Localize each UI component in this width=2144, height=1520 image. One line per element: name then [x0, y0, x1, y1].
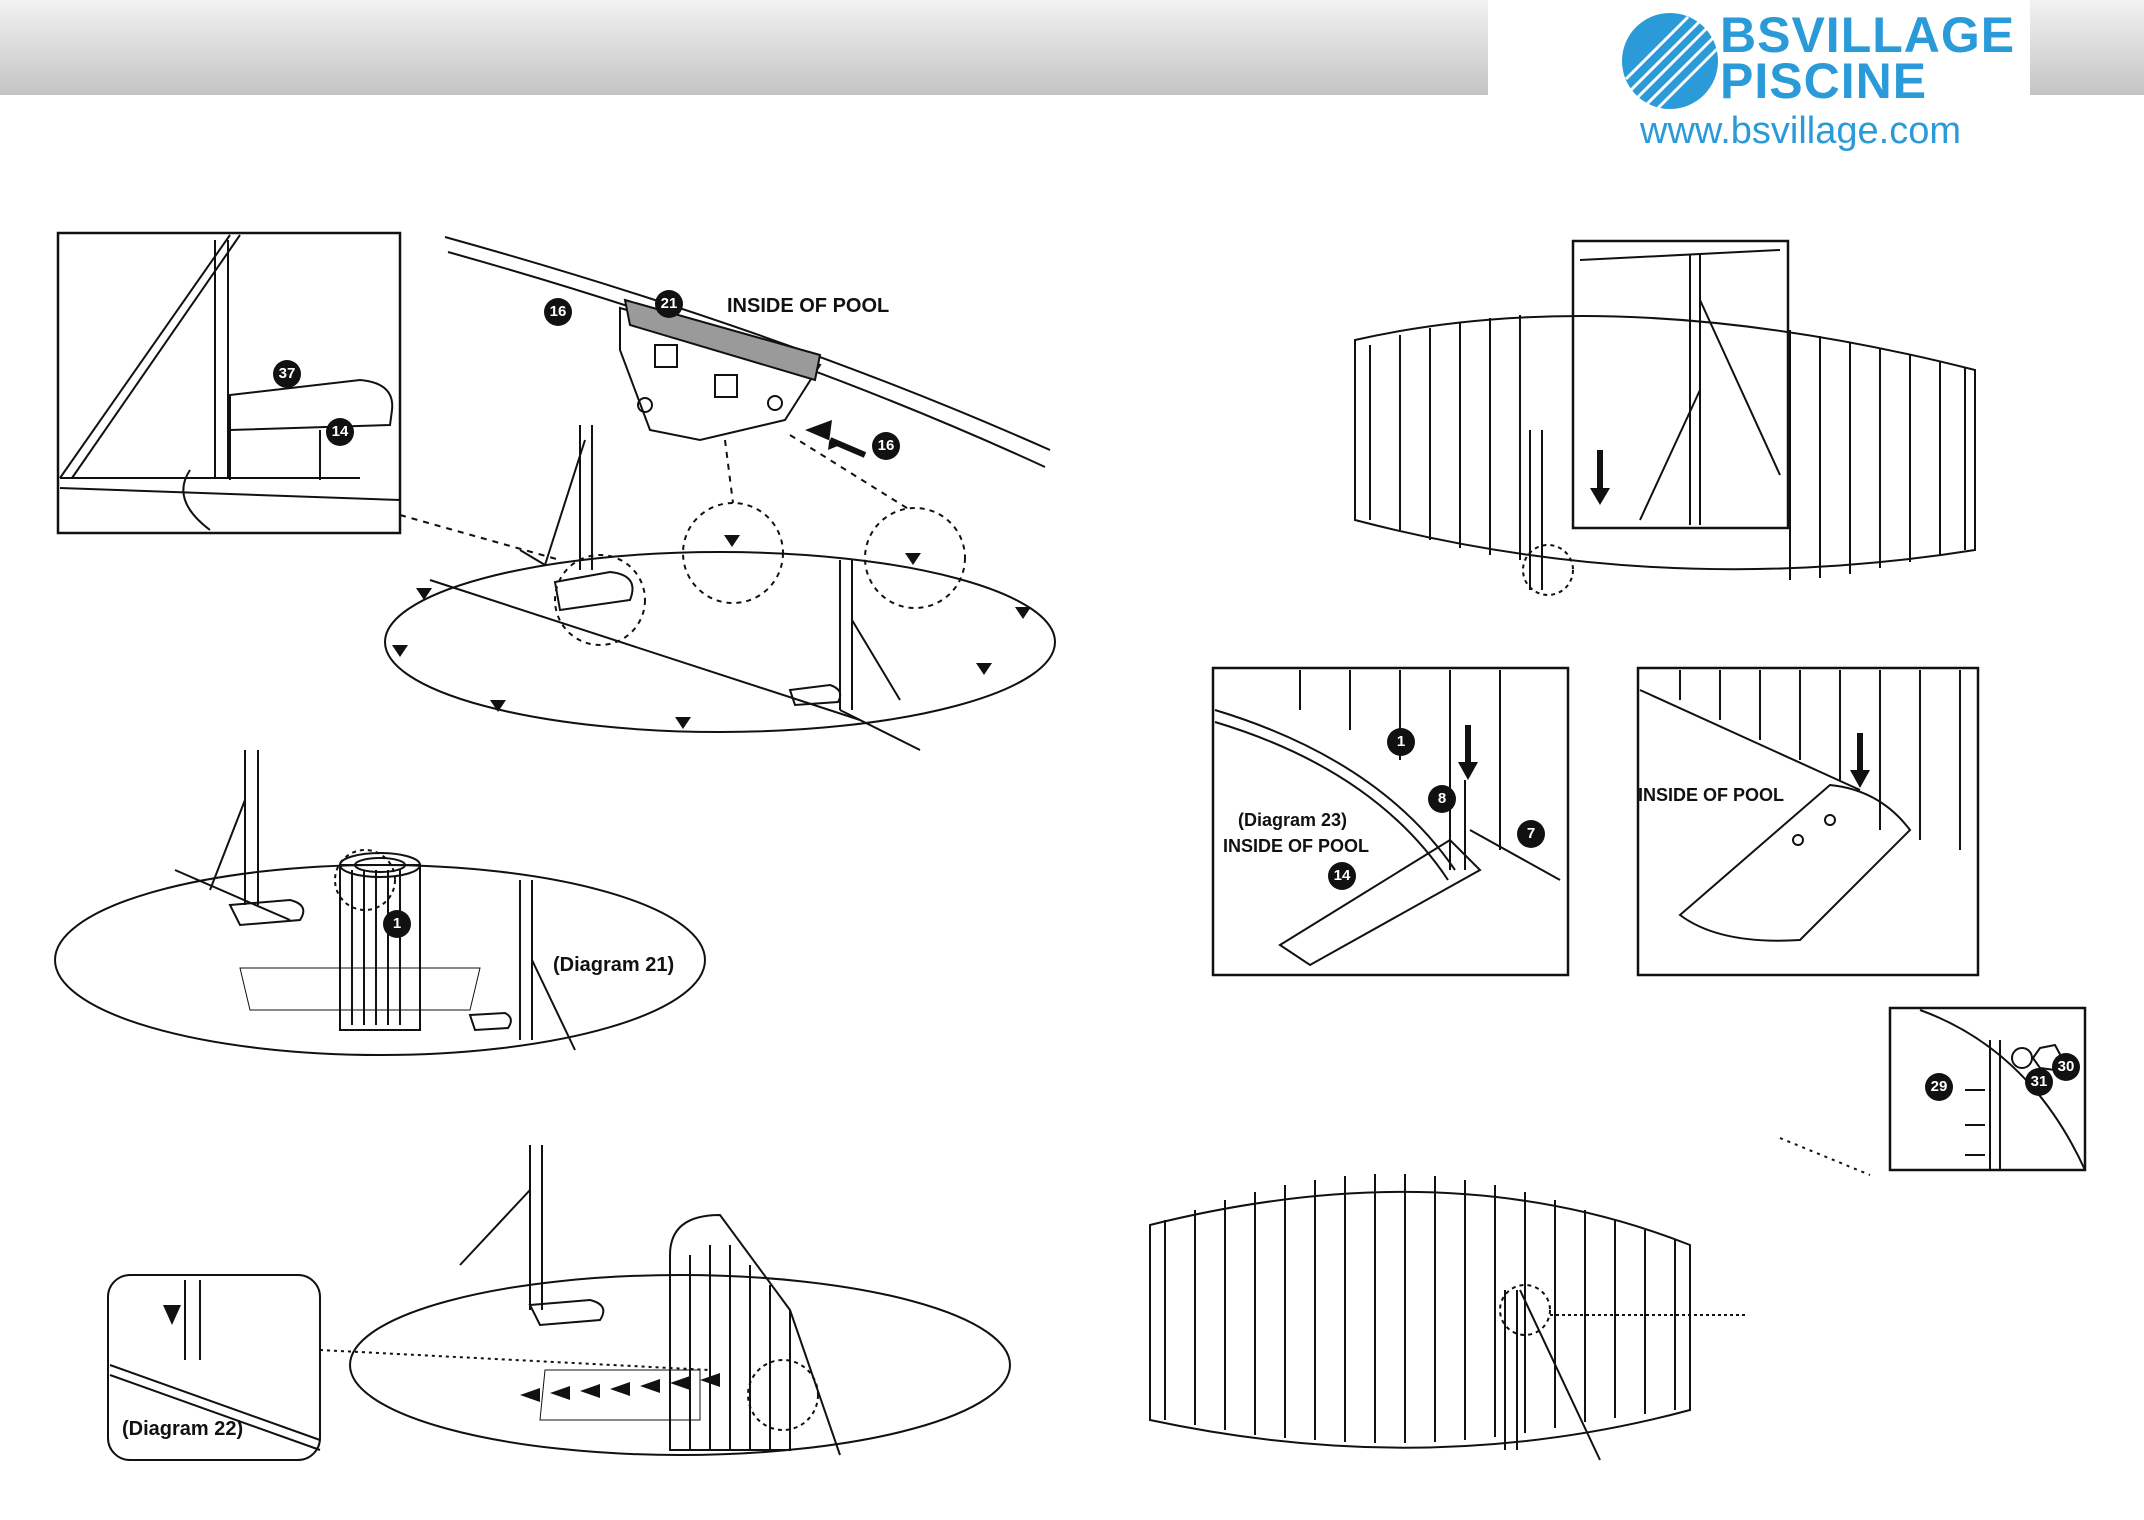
inside-of-pool-label-d23: INSIDE OF POOL: [1223, 836, 1369, 857]
oval-unrolling: [108, 1145, 1010, 1460]
arrow-markers-top: [392, 535, 1031, 729]
diagram-21-label: (Diagram 21): [553, 954, 674, 977]
inside-of-pool-label-top: INSIDE OF POOL: [727, 295, 889, 318]
part-badge-14-d23: 14: [1328, 862, 1356, 890]
oval-with-roll: [55, 750, 705, 1055]
detail-box-stabilizer: [58, 233, 400, 533]
part-badge-31: 31: [2025, 1068, 2053, 1096]
down-arrow-d: [1590, 450, 1610, 505]
detail-box-end-cap: [1638, 668, 1978, 975]
down-arrow-e2: [1850, 733, 1870, 788]
diagram-22-label: (Diagram 22): [122, 1418, 243, 1441]
part-badge-14: 14: [326, 418, 354, 446]
assembled-wall-top: [1355, 241, 1975, 595]
unroll-arrows: [163, 1305, 720, 1402]
part-badge-29: 29: [1925, 1073, 1953, 1101]
inside-of-pool-label-endcap: INSIDE OF POOL: [1638, 785, 1784, 806]
part-badge-1-d23: 1: [1387, 728, 1415, 756]
diagram-23-label: (Diagram 23): [1238, 810, 1347, 831]
part-badge-1-roll: 1: [383, 910, 411, 938]
down-arrow-e1: [1458, 725, 1478, 780]
oval-track-top: [385, 425, 1055, 750]
top-rail-skimmer: [445, 237, 1050, 467]
part-badge-8: 8: [1428, 785, 1456, 813]
part-badge-7: 7: [1517, 820, 1545, 848]
part-badge-16-right: 16: [872, 432, 900, 460]
part-badge-21: 21: [655, 290, 683, 318]
part-badge-30: 30: [2052, 1053, 2080, 1081]
part-badge-16-left: 16: [544, 298, 572, 326]
part-badge-37: 37: [273, 360, 301, 388]
